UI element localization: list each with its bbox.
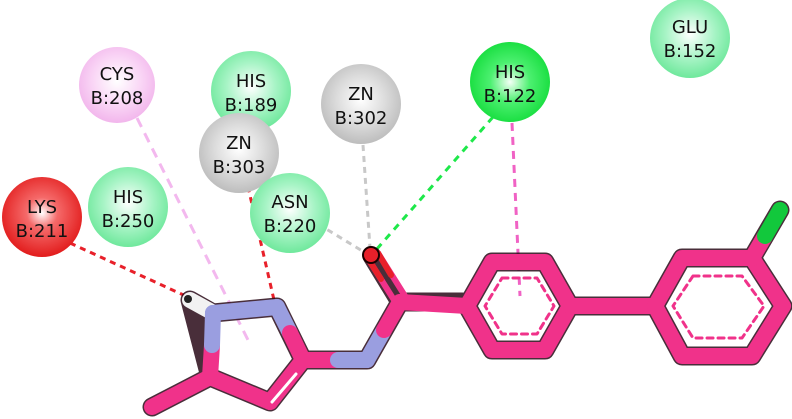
bond-n1-n2	[205, 299, 285, 321]
residue-position: B:189	[225, 95, 278, 116]
residue-zn302[interactable]: ZN B:302	[321, 64, 401, 144]
residue-circle	[250, 173, 330, 253]
residue-circle	[79, 47, 155, 123]
residue-circle	[88, 167, 168, 247]
interaction-lys211	[69, 241, 191, 300]
residue-his189[interactable]: HIS B:189	[211, 51, 291, 131]
bond-c-ring	[392, 294, 475, 314]
residue-circle	[470, 42, 550, 122]
bond-double-c3-c4	[270, 372, 298, 404]
hydrogen-atom	[184, 295, 192, 303]
residue-glu152[interactable]: GLU B:152	[650, 0, 730, 78]
bond-c4-c5	[202, 369, 278, 410]
residue-name: HIS	[113, 187, 143, 208]
residue-position: B:152	[664, 41, 717, 62]
residue-cys208[interactable]: CYS B:208	[79, 47, 155, 123]
residue-name: GLU	[672, 17, 708, 38]
bond-c5-methyl	[144, 369, 218, 415]
residue-position: B:302	[335, 108, 388, 129]
residue-circle	[650, 0, 730, 78]
residue-name: CYS	[100, 64, 135, 85]
residue-name: ZN	[226, 133, 252, 154]
residue-his250[interactable]: HIS B:250	[88, 167, 168, 247]
residue-position: B:208	[91, 88, 144, 109]
residue-position: B:250	[102, 211, 155, 232]
bond-c5-n1b	[204, 305, 221, 353]
residue-name: ZN	[348, 84, 374, 105]
bond-cl	[757, 202, 788, 244]
interaction-zn302	[361, 144, 372, 249]
residue-name: HIS	[495, 62, 525, 83]
aromatic-ring-2	[671, 274, 766, 340]
residue-name: HIS	[236, 71, 266, 92]
residue-circle	[211, 51, 291, 131]
residue-circle	[2, 177, 82, 257]
residue-his122[interactable]: HIS B:122	[470, 42, 550, 122]
phenyl-ring-1	[459, 254, 578, 358]
bond-c3-c4	[262, 352, 311, 410]
residue-position: B:220	[264, 216, 317, 237]
interaction-his122-hbond	[374, 116, 495, 251]
residue-position: B:211	[16, 221, 69, 242]
residue-position: B:122	[484, 86, 537, 107]
residue-zn303[interactable]: ZN B:303	[199, 113, 279, 193]
ligand	[142, 200, 792, 417]
residue-name: LYS	[27, 197, 57, 218]
oxygen-atom	[362, 246, 380, 264]
residue-name: ASN	[271, 192, 308, 213]
residue-circle	[321, 64, 401, 144]
aromatic-ring-1	[483, 276, 556, 336]
bond-c-o-b2	[375, 250, 394, 278]
residue-asn220[interactable]: ASN B:220	[250, 173, 330, 253]
residue-lys211[interactable]: LYS B:211	[2, 177, 82, 257]
interaction-asn220	[317, 222, 365, 254]
residue-position: B:303	[213, 157, 266, 178]
residue-circle	[199, 113, 279, 193]
